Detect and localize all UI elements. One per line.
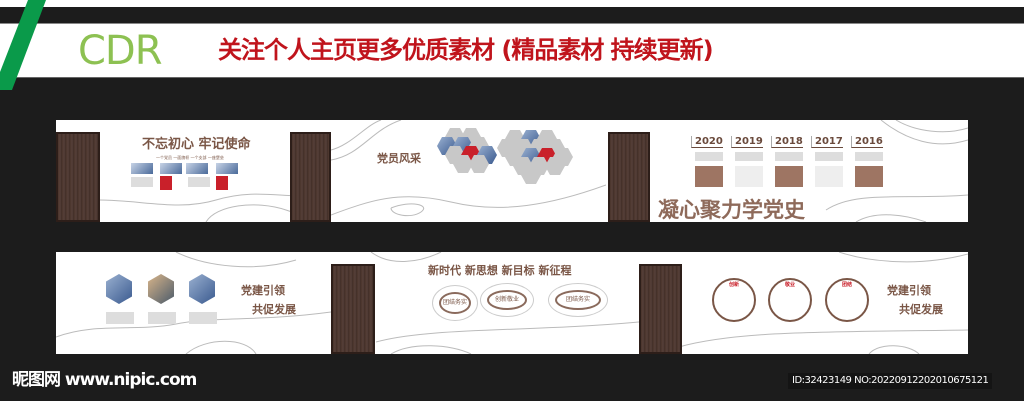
text-block — [188, 177, 210, 187]
panel-title: 凝心聚力学党史 — [658, 197, 805, 222]
circle-label: 敬业 — [784, 282, 795, 288]
text-block — [189, 312, 217, 324]
panel-2: 党员风采 — [331, 120, 606, 222]
top-border — [0, 0, 1024, 7]
blob-badge-1: 团结务实 — [439, 292, 471, 314]
panel-title-line2: 共促发展 — [252, 303, 296, 316]
text-block — [775, 152, 803, 161]
circle-label: 团结 — [841, 282, 852, 288]
contour-lines — [825, 120, 968, 222]
text-block — [148, 312, 176, 324]
door — [331, 264, 375, 354]
contour-lines — [56, 252, 331, 354]
hex-tile — [453, 155, 473, 173]
panel-4: 党建引领 共促发展 — [56, 252, 331, 354]
photo — [131, 163, 153, 174]
panel-title: 不忘初心 牢记使命 — [142, 137, 251, 152]
image-id: ID:32423149 NO:20220912202010675121 — [788, 373, 993, 389]
red-card — [160, 176, 172, 190]
panel-1: 不忘初心 牢记使命 一个党员 一面旗帜 一个支部 一座堡垒 — [56, 120, 331, 222]
panel-6: 创新 敬业 团结 党建引领 共促发展 — [639, 252, 968, 354]
contour-lines — [370, 252, 639, 354]
year-label: 2017 — [811, 136, 843, 148]
red-card — [216, 176, 228, 190]
panel-title: 新时代 新思想 新目标 新征程 — [428, 264, 572, 277]
photo-grid — [775, 166, 803, 187]
circle-label: 创新 — [728, 282, 739, 288]
panel-title: 党员风采 — [377, 152, 421, 165]
blob-badge-2: 创新敬业 — [487, 290, 527, 310]
contour-lines — [678, 252, 968, 354]
year-label: 2016 — [851, 136, 883, 148]
photo-grid — [695, 166, 723, 187]
text-block — [131, 177, 153, 187]
banner — [0, 23, 1024, 78]
slogan: 关注个人主页更多优质素材 (精品素材 持续更新) — [218, 36, 714, 64]
panel-subtitle: 一个党员 一面旗帜 一个支部 一座堡垒 — [156, 155, 224, 160]
text-block — [735, 152, 763, 161]
hex-photo — [106, 274, 132, 304]
door — [608, 132, 650, 222]
photo-grid — [735, 166, 763, 187]
photo — [216, 163, 238, 174]
blob-badge-3: 团结务实 — [555, 290, 601, 310]
photo-grid — [815, 166, 843, 187]
photo — [186, 163, 208, 174]
green-corner-stripe — [0, 0, 46, 90]
site-watermark: 昵图网 www.nipic.com — [12, 370, 197, 390]
hex-tile — [469, 155, 489, 173]
photo — [160, 163, 182, 174]
door — [56, 132, 100, 222]
text-block — [855, 152, 883, 161]
panel-title-line2: 共促发展 — [899, 303, 943, 316]
door — [290, 132, 331, 222]
door — [639, 264, 682, 354]
panel-title-line1: 党建引领 — [887, 284, 931, 297]
hex-tile — [545, 157, 565, 175]
contour-lines — [331, 120, 606, 217]
format-label: CDR — [78, 28, 163, 74]
text-block — [815, 152, 843, 161]
text-block — [106, 312, 134, 324]
hex-tile — [521, 166, 541, 184]
photo-grid — [855, 166, 883, 187]
text-block — [695, 152, 723, 161]
year-label: 2018 — [771, 136, 803, 148]
panel-5: 新时代 新思想 新目标 新征程 团结务实 创新敬业 团结务实 — [331, 252, 639, 354]
panel-title-line1: 党建引领 — [241, 284, 285, 297]
panel-3: 2020 2019 2018 2017 2016 凝心聚力学党史 — [606, 120, 968, 222]
year-label: 2019 — [731, 136, 763, 148]
circle-card: 创新 — [712, 278, 756, 322]
circle-card: 敬业 — [768, 278, 812, 322]
circle-card: 团结 — [825, 278, 869, 322]
year-label: 2020 — [691, 136, 723, 148]
